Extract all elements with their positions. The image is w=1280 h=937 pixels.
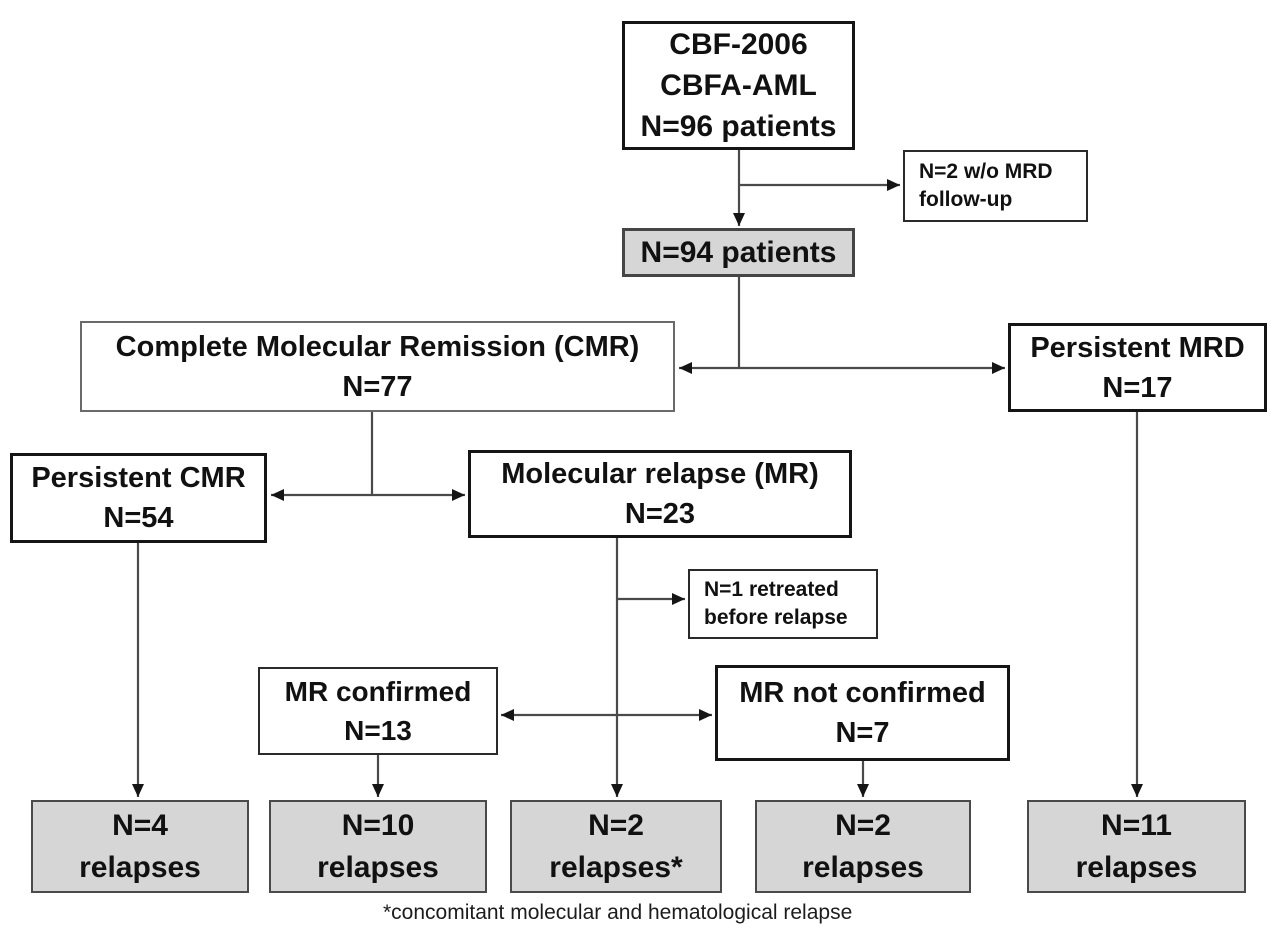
- node-persistent-mrd: Persistent MRD N=17: [1008, 323, 1267, 412]
- node-persistent-mrd-line2: N=17: [1102, 371, 1173, 404]
- node-mr-not-confirmed-line2: N=7: [835, 717, 890, 749]
- node-complete-molecular-remission: Complete Molecular Remission (CMR) N=77: [80, 321, 675, 412]
- node-study-line3: N=96 patients: [640, 110, 837, 143]
- node-mr-not-confirmed-line1: MR not confirmed: [739, 677, 986, 709]
- node-relapses-persistent-cmr: N=4 relapses: [31, 800, 249, 893]
- node-relapses-mr-not-confirmed: N=2 relapses: [755, 800, 971, 893]
- node-no-mrd-followup-line1: N=2 w/o MRD: [919, 160, 1053, 183]
- node-molecular-relapse-line2: N=23: [624, 498, 696, 530]
- node-persistent-cmr-line2: N=54: [103, 502, 174, 534]
- node-persistent-mrd-line1: Persistent MRD: [1030, 331, 1245, 364]
- node-relapses-persistent-mrd-line2: relapses: [1075, 850, 1198, 884]
- node-study-line2: CBFA-AML: [660, 69, 817, 102]
- node-relapses-persistent-mrd: N=11 relapses: [1027, 800, 1246, 893]
- node-retreated-line1: N=1 retreated: [704, 578, 839, 601]
- node-relapses-persistent-cmr-line2: relapses: [79, 850, 201, 884]
- node-n94-patients-line1: N=94 patients: [640, 235, 837, 269]
- node-relapses-persistent-mrd-line1: N=11: [1101, 808, 1172, 842]
- node-persistent-cmr: Persistent CMR N=54: [10, 453, 267, 543]
- node-relapses-molecular-relapse-line2: relapses*: [549, 850, 683, 884]
- node-relapses-mr-confirmed-line1: N=10: [341, 808, 415, 842]
- node-cmr-line2: N=77: [342, 370, 413, 403]
- node-mr-confirmed-line2: N=13: [344, 715, 412, 746]
- node-n94-patients: N=94 patients: [622, 228, 855, 277]
- node-mr-not-confirmed: MR not confirmed N=7: [715, 665, 1010, 761]
- footnote-text: *concomitant molecular and hematological…: [383, 901, 853, 924]
- node-relapses-mr-confirmed: N=10 relapses: [269, 800, 487, 893]
- node-study: CBF-2006 CBFA-AML N=96 patients: [622, 21, 855, 150]
- node-no-mrd-followup: N=2 w/o MRD follow-up: [903, 150, 1088, 222]
- node-no-mrd-followup-line2: follow-up: [919, 188, 1013, 211]
- node-molecular-relapse-line1: Molecular relapse (MR): [501, 458, 819, 490]
- node-relapses-molecular-relapse: N=2 relapses*: [510, 800, 722, 893]
- node-mr-confirmed: MR confirmed N=13: [258, 667, 498, 755]
- node-relapses-persistent-cmr-line1: N=4: [112, 808, 168, 842]
- node-relapses-molecular-relapse-line1: N=2: [588, 808, 644, 842]
- node-mr-confirmed-line1: MR confirmed: [284, 676, 472, 707]
- node-persistent-cmr-line1: Persistent CMR: [31, 462, 246, 494]
- node-retreated-line2: before relapse: [704, 606, 848, 629]
- node-study-line1: CBF-2006: [669, 28, 808, 61]
- node-molecular-relapse: Molecular relapse (MR) N=23: [468, 450, 852, 538]
- node-cmr-line1: Complete Molecular Remission (CMR): [115, 330, 640, 363]
- node-relapses-mr-not-confirmed-line1: N=2: [835, 808, 891, 842]
- node-retreated-before-relapse: N=1 retreated before relapse: [688, 569, 878, 639]
- node-relapses-mr-not-confirmed-line2: relapses: [802, 850, 924, 884]
- node-relapses-mr-confirmed-line2: relapses: [317, 850, 439, 884]
